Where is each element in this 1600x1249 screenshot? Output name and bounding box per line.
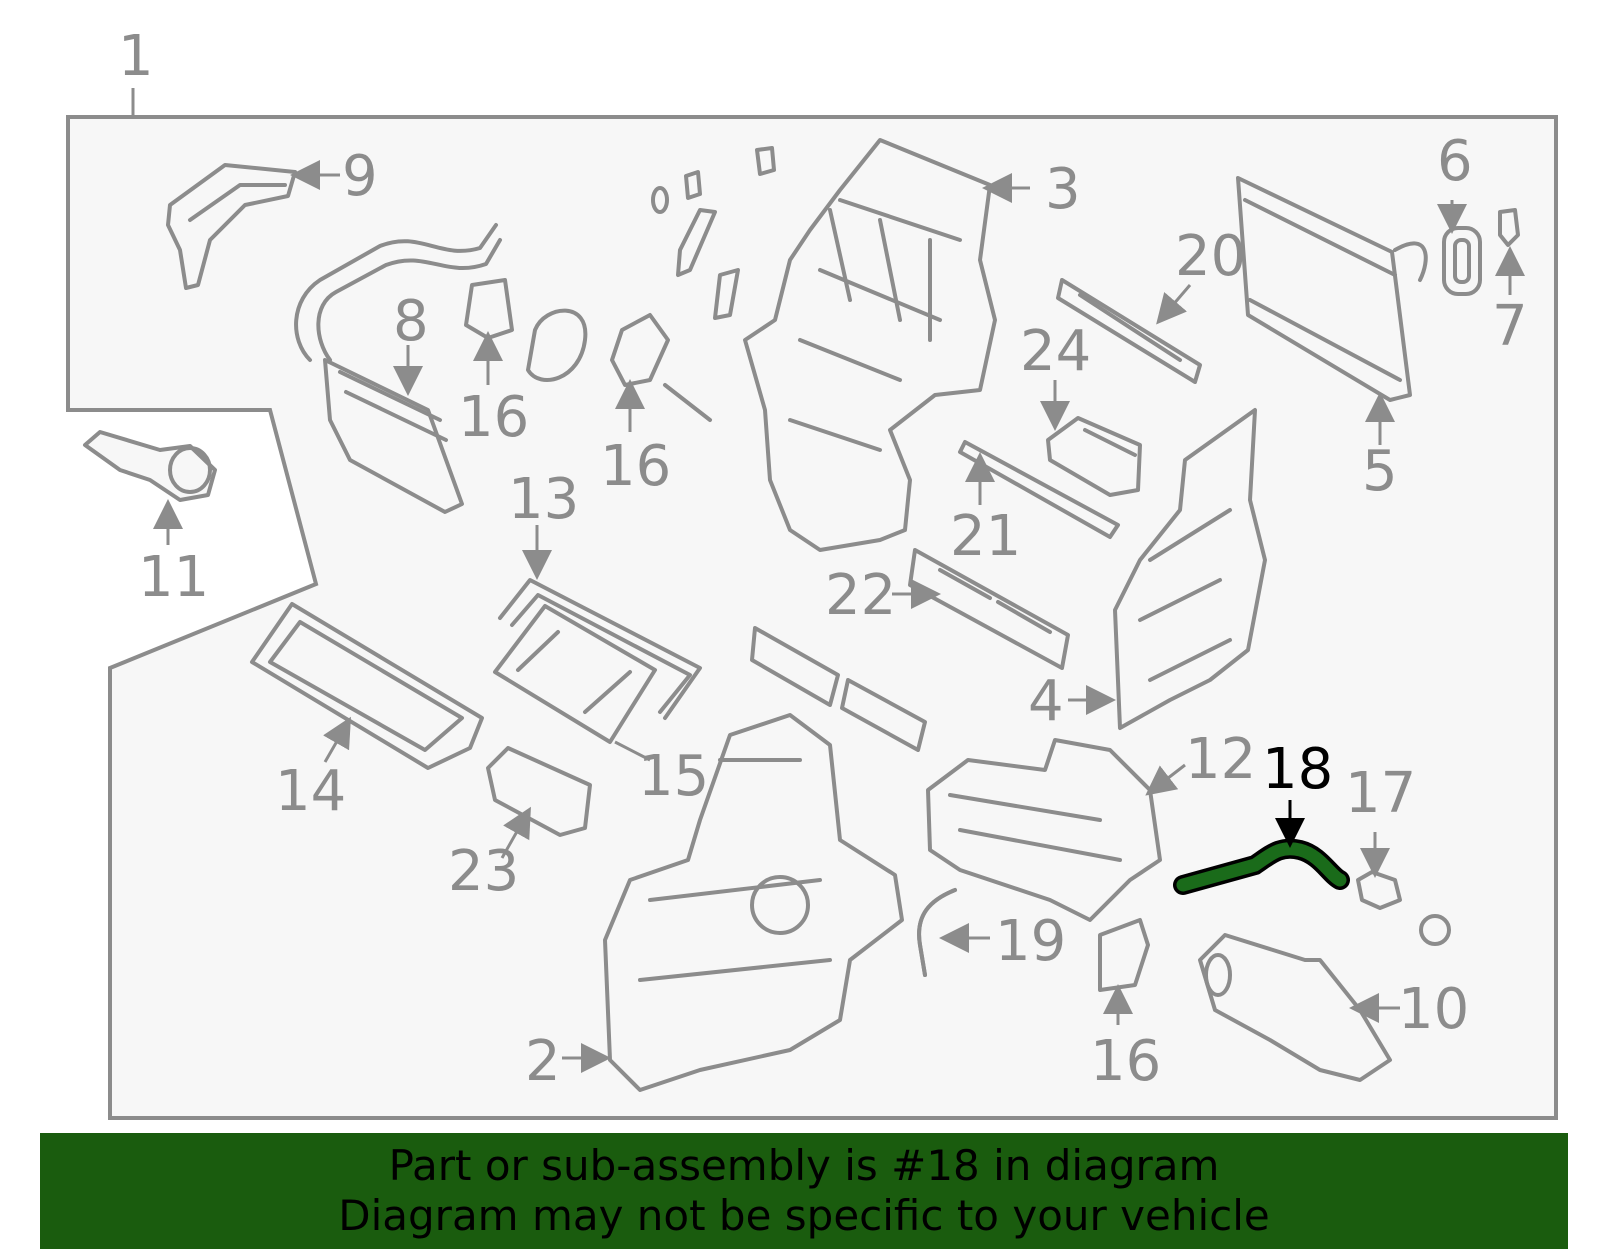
callout-16c: 16: [1090, 1029, 1161, 1094]
callout-16b: 16: [600, 434, 671, 499]
part-5-evaporator[interactable]: [1236, 176, 1428, 402]
part-6-seal[interactable]: [1442, 226, 1482, 296]
callout-19: 19: [995, 909, 1066, 974]
callout-22: 22: [825, 563, 896, 628]
part-16-actuator-a[interactable]: [464, 278, 588, 382]
callout-3: 3: [1045, 157, 1081, 222]
part-12-drain-pan[interactable]: [926, 738, 1162, 922]
part-16-actuator-b[interactable]: [610, 146, 776, 422]
callout-20: 20: [1175, 224, 1246, 289]
callout-10: 10: [1398, 977, 1469, 1042]
callout-15: 15: [638, 744, 709, 809]
callout-8: 8: [393, 289, 429, 354]
part-18-hose-highlighted[interactable]: [1173, 838, 1350, 895]
part-17-clip[interactable]: [1356, 870, 1451, 946]
part-9-bracket[interactable]: [166, 163, 297, 290]
part-15-filter-frame[interactable]: [493, 604, 657, 744]
part-20-strip[interactable]: [1056, 278, 1202, 384]
part-22-doors[interactable]: [750, 548, 1070, 752]
banner-line-2: Diagram may not be specific to your vehi…: [338, 1191, 1270, 1240]
callout-2: 2: [525, 1029, 561, 1094]
callout-1: 1: [118, 24, 154, 89]
part-19-drain-hose[interactable]: [917, 888, 957, 977]
info-banner: Part or sub-assembly is #18 in diagram D…: [40, 1133, 1568, 1249]
part-8-heater-core[interactable]: [294, 223, 502, 514]
callout-18: 18: [1262, 737, 1333, 802]
part-4-side-case[interactable]: [1113, 408, 1267, 730]
part-10-duct[interactable]: [1198, 933, 1392, 1082]
callout-9: 9: [342, 144, 378, 209]
part-23-actuator[interactable]: [486, 746, 592, 837]
callout-4: 4: [1028, 669, 1064, 734]
callout-24: 24: [1020, 319, 1091, 384]
part-21-seal[interactable]: [958, 440, 1120, 539]
callout-14: 14: [275, 759, 346, 824]
part-2-lower-case[interactable]: [603, 713, 904, 1092]
part-3-upper-case[interactable]: [743, 138, 997, 552]
part-7-sensor[interactable]: [1498, 208, 1520, 247]
callout-17: 17: [1345, 761, 1416, 826]
callout-16a: 16: [458, 385, 529, 450]
banner-line-1: Part or sub-assembly is #18 in diagram: [388, 1141, 1220, 1190]
part-16-actuator-c[interactable]: [1098, 918, 1150, 992]
callout-13: 13: [508, 467, 579, 532]
callout-5: 5: [1362, 439, 1398, 504]
callout-21: 21: [950, 504, 1021, 569]
part-24-actuator[interactable]: [1046, 416, 1142, 497]
callout-7: 7: [1492, 294, 1528, 359]
callout-23: 23: [448, 839, 519, 904]
callout-12: 12: [1185, 727, 1256, 792]
part-11-duct[interactable]: [83, 430, 217, 502]
callout-11: 11: [138, 545, 209, 610]
part-14-filter[interactable]: [250, 602, 484, 770]
parts-diagram: 1 9 3 6 20 8 7 24 16 16 5 13 21 11 22 4 …: [66, 24, 1558, 1120]
callout-6: 6: [1437, 129, 1473, 194]
part-13-seal[interactable]: [498, 578, 702, 720]
